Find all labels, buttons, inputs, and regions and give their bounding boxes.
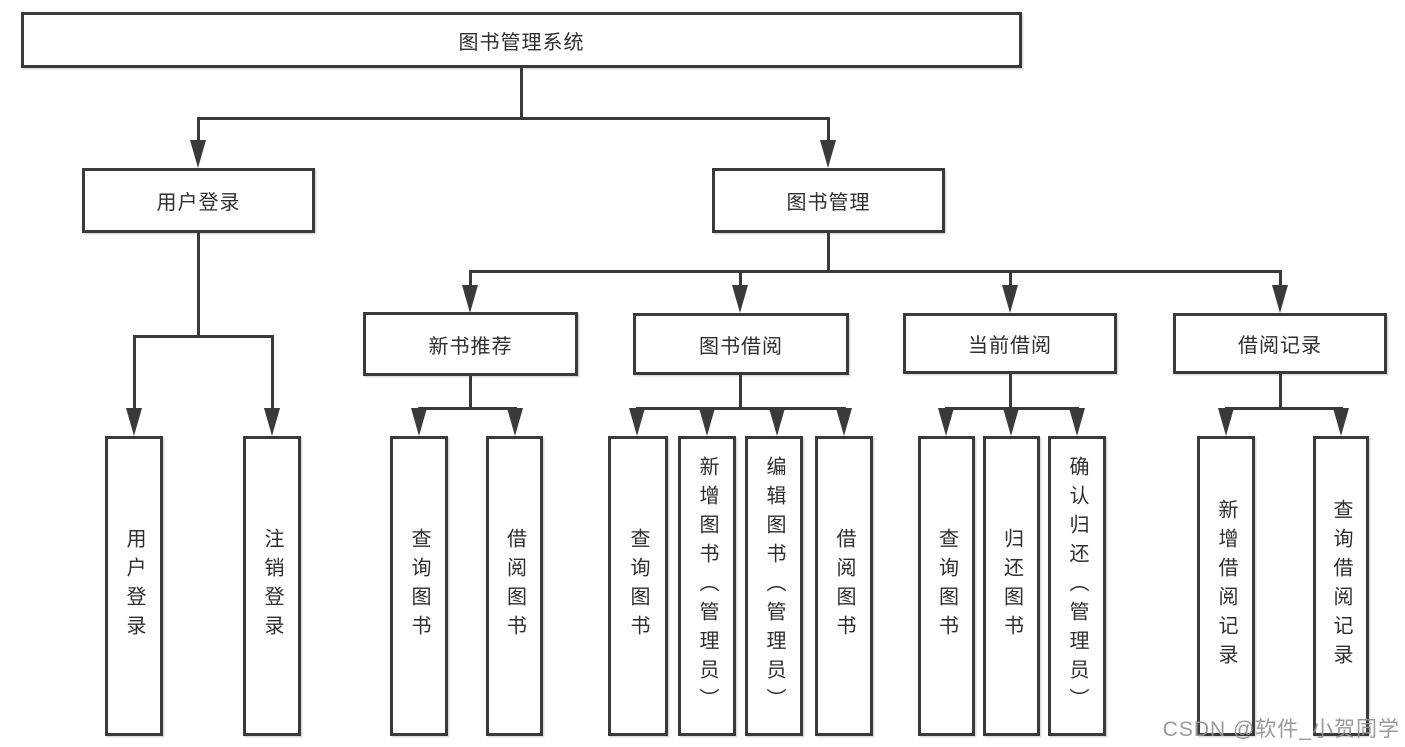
leaf-query-books-borrowing-label: 查询图书 xyxy=(627,528,649,644)
node-user-login-label: 用户登录 xyxy=(156,192,241,214)
node-borrowing-records-label: 借阅记录 xyxy=(1238,335,1322,357)
leaf-query-books-recommend: 查询图书 xyxy=(390,436,448,736)
connector-drop-user-login xyxy=(197,120,200,148)
node-book-management: 图书管理 xyxy=(712,168,945,233)
connector-stem-new-book xyxy=(469,376,472,409)
connector-drop-borrowing-records xyxy=(1279,273,1282,287)
leaf-borrow-books-recommend-label: 借阅图书 xyxy=(503,528,526,644)
leaf-borrow-books-recommend: 借阅图书 xyxy=(486,436,543,736)
node-book-borrowing-label: 图书借阅 xyxy=(699,335,783,358)
connector-bar-new-book xyxy=(418,407,517,410)
arrowhead-icon xyxy=(126,408,142,436)
arrowhead-icon xyxy=(1003,408,1019,436)
arrowhead-icon xyxy=(190,140,206,168)
leaf-borrow-books: 借阅图书 xyxy=(815,436,873,736)
connector-stem-book-borrowing xyxy=(739,375,742,409)
leaf-edit-books-admin: 编辑图书（管理员） xyxy=(745,436,803,736)
arrowhead-icon xyxy=(769,408,785,436)
leaf-return-books: 归还图书 xyxy=(983,436,1040,736)
arrowhead-icon xyxy=(699,408,715,436)
node-new-book-recommend-label: 新书推荐 xyxy=(428,335,513,358)
connector-drop-leaf-user-login xyxy=(133,338,136,410)
leaf-user-login: 用户登录 xyxy=(105,436,163,736)
connector-stem-root xyxy=(520,68,523,119)
connector-drop-book-borrowing xyxy=(739,273,742,287)
leaf-query-books-recommend-label: 查询图书 xyxy=(408,528,430,644)
connector-stem-borrowing-records xyxy=(1279,374,1282,409)
connector-bar-book-borrowing xyxy=(636,407,846,410)
leaf-confirm-return-admin: 确认归还（管理员） xyxy=(1048,436,1106,736)
arrowhead-icon xyxy=(1218,408,1234,436)
connector-bar-root xyxy=(197,117,830,120)
connector-bar-book-management xyxy=(469,270,1282,273)
arrowhead-icon xyxy=(820,140,836,168)
leaf-query-books-borrowing: 查询图书 xyxy=(608,436,668,736)
leaf-add-books-admin-label: 新增图书（管理员） xyxy=(696,455,718,717)
leaf-edit-books-admin-label: 编辑图书（管理员） xyxy=(763,455,785,717)
arrowhead-icon xyxy=(462,285,478,313)
arrowhead-icon xyxy=(411,408,427,436)
connector-bar-borrowing-records xyxy=(1225,407,1343,410)
leaf-logout: 注销登录 xyxy=(243,436,301,736)
connector-stem-user-login xyxy=(197,233,200,337)
leaf-add-books-admin: 新增图书（管理员） xyxy=(678,436,736,736)
arrowhead-icon xyxy=(732,285,748,313)
connector-drop-new-book xyxy=(469,273,472,287)
connector-drop-book-management xyxy=(827,120,830,148)
leaf-query-borrow-record: 查询借阅记录 xyxy=(1313,436,1369,736)
leaf-user-login-label: 用户登录 xyxy=(123,528,145,644)
arrowhead-icon xyxy=(836,408,852,436)
node-borrowing-records: 借阅记录 xyxy=(1173,313,1387,374)
arrowhead-icon xyxy=(1069,408,1085,436)
arrowhead-icon xyxy=(1002,285,1018,313)
node-root-label: 图书管理系统 xyxy=(458,31,585,54)
arrowhead-icon xyxy=(507,408,523,436)
leaf-query-books-current-label: 查询图书 xyxy=(935,528,958,644)
csdn-watermark: CSDN @软件_小贺同学 xyxy=(1162,718,1400,741)
node-book-borrowing: 图书借阅 xyxy=(633,313,849,375)
node-new-book-recommend: 新书推荐 xyxy=(363,312,578,376)
node-current-borrowing-label: 当前借阅 xyxy=(968,335,1052,357)
leaf-confirm-return-admin-label: 确认归还（管理员） xyxy=(1066,455,1088,717)
connector-bar-user-login xyxy=(133,335,274,338)
arrowhead-icon xyxy=(1333,408,1349,436)
arrowhead-icon xyxy=(938,408,954,436)
connector-stem-book-management xyxy=(827,233,830,272)
leaf-add-borrow-record-label: 新增借阅记录 xyxy=(1215,499,1237,673)
connector-drop-current-borrowing xyxy=(1009,273,1012,287)
node-current-borrowing: 当前借阅 xyxy=(903,313,1117,374)
arrowhead-icon xyxy=(1272,285,1288,313)
connector-stem-current-borrowing xyxy=(1009,374,1012,409)
node-book-management-label: 图书管理 xyxy=(786,192,871,214)
arrowhead-icon xyxy=(264,408,280,436)
leaf-borrow-books-label: 借阅图书 xyxy=(833,528,855,644)
arrowhead-icon xyxy=(629,408,645,436)
leaf-add-borrow-record: 新增借阅记录 xyxy=(1197,436,1255,736)
node-root-system: 图书管理系统 xyxy=(21,12,1022,68)
leaf-logout-label: 注销登录 xyxy=(261,528,283,644)
leaf-query-books-current: 查询图书 xyxy=(918,436,975,736)
leaf-return-books-label: 归还图书 xyxy=(1000,528,1023,644)
leaf-query-borrow-record-label: 查询借阅记录 xyxy=(1330,499,1352,673)
node-user-login: 用户登录 xyxy=(82,168,315,233)
connector-drop-leaf-logout xyxy=(271,338,274,410)
